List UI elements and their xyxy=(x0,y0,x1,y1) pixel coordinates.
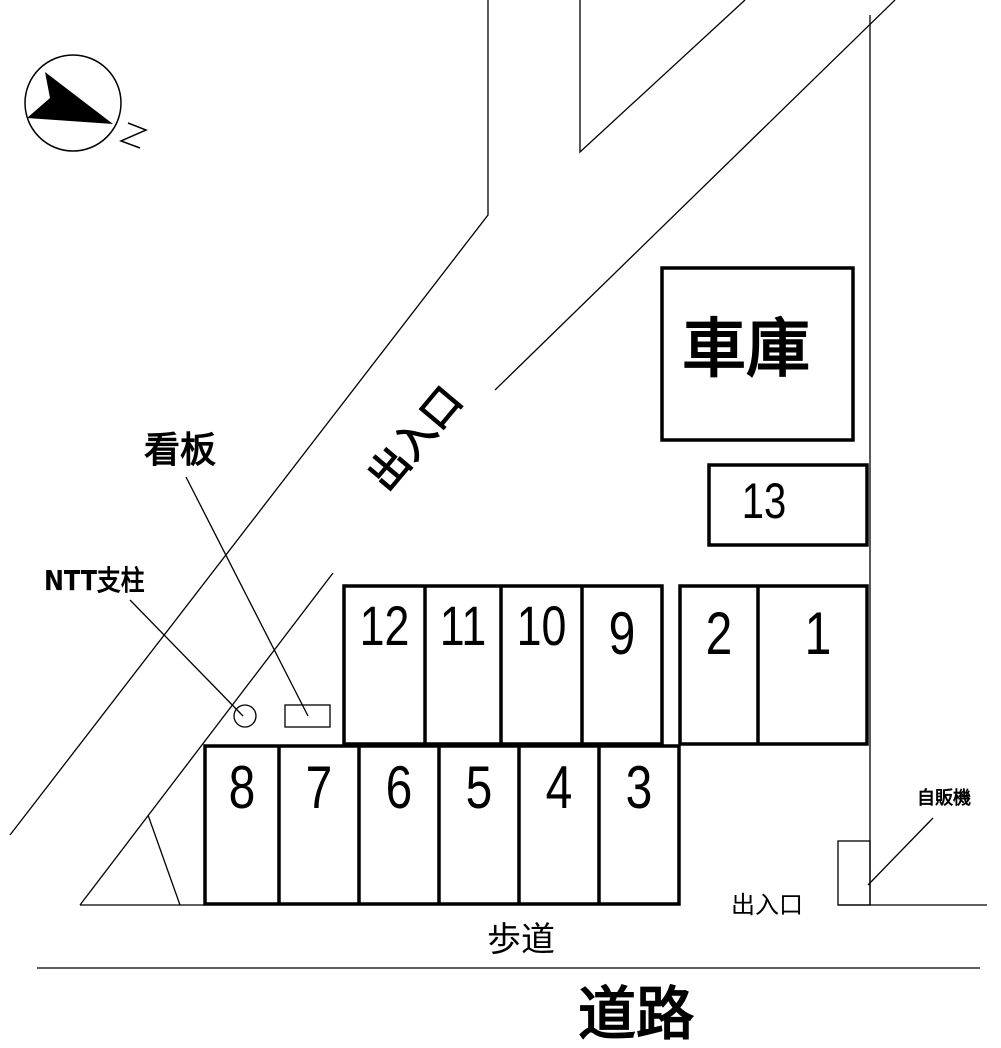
vending-machine-marker xyxy=(837,840,871,906)
road-label: 道路 xyxy=(578,980,695,1048)
garage-box xyxy=(660,266,855,442)
ntt-leader-line xyxy=(129,599,244,717)
sign-label: 看板 xyxy=(144,430,217,471)
diagonal-road-left-edge xyxy=(9,0,489,836)
sidewalk-label: 歩道 xyxy=(487,920,555,960)
triangle-island xyxy=(579,0,746,154)
parking-stalls xyxy=(203,266,869,906)
sign-leader-line xyxy=(185,476,309,717)
stall-12[interactable]: 12 xyxy=(359,594,410,657)
stall-7[interactable]: 7 xyxy=(305,754,333,821)
stall-9[interactable]: 9 xyxy=(608,600,636,667)
vending-leader-line xyxy=(867,817,934,886)
corner-inner-line xyxy=(147,814,181,906)
stall-10[interactable]: 10 xyxy=(516,594,567,657)
stall-13-box xyxy=(707,463,869,547)
stall-8[interactable]: 8 xyxy=(228,754,256,821)
stall-13[interactable]: 13 xyxy=(741,473,787,529)
stall-6[interactable]: 6 xyxy=(385,754,413,821)
stall-2[interactable]: 2 xyxy=(705,600,733,667)
ntt-pole-marker xyxy=(233,704,257,728)
stall-1[interactable]: 1 xyxy=(804,600,832,667)
north-arrow-icon xyxy=(24,54,148,152)
garage-label: 車庫 xyxy=(682,313,810,387)
stall-4[interactable]: 4 xyxy=(545,754,573,821)
diagonal-road-right-edge-upper xyxy=(494,0,896,391)
entrance-right-label: 出入口 xyxy=(731,891,803,919)
boundary-lines xyxy=(9,0,987,969)
stall-11[interactable]: 11 xyxy=(439,594,487,657)
ntt-pole-label: NTT支柱 xyxy=(44,564,145,597)
stall-3[interactable]: 3 xyxy=(625,754,653,821)
stall-5[interactable]: 5 xyxy=(465,754,493,821)
diagonal-road-right-edge-lower xyxy=(79,572,334,906)
sign-marker xyxy=(284,704,331,728)
vending-machine-label: 自販機 xyxy=(917,788,971,809)
